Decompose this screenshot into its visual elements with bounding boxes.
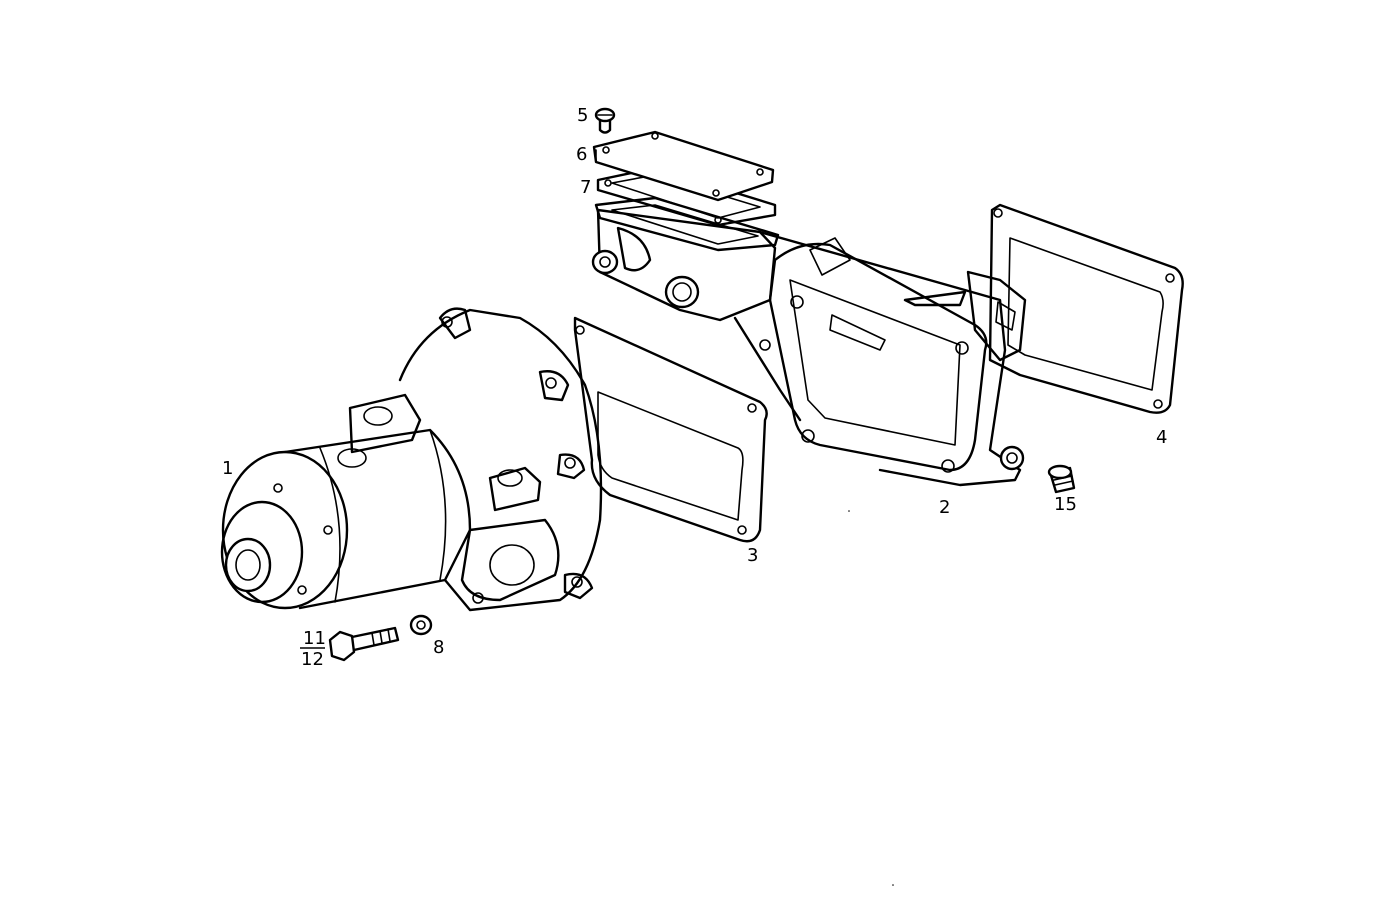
callout-5: 5 <box>577 105 588 126</box>
scan-dot <box>848 510 850 512</box>
scan-dot <box>892 884 894 886</box>
part-2-housing[interactable] <box>591 208 1027 487</box>
callout-12: 12 <box>301 649 324 670</box>
callout-4: 4 <box>1156 427 1167 448</box>
part-4-gasket[interactable] <box>988 203 1184 414</box>
part-3-gasket[interactable] <box>573 316 768 543</box>
callout-1: 1 <box>222 458 233 479</box>
part-5-screw[interactable] <box>594 107 616 134</box>
callout-11: 11 <box>303 628 326 649</box>
part-6-cover-plate[interactable] <box>592 130 780 252</box>
callout-6: 6 <box>576 144 587 165</box>
callout-2: 2 <box>939 497 950 518</box>
part-15-plug[interactable] <box>1047 464 1076 494</box>
part-1-pump-body[interactable] <box>220 307 603 612</box>
part-11-12-bolt[interactable] <box>328 626 400 662</box>
part-8-washer[interactable] <box>409 614 433 636</box>
callout-8: 8 <box>433 637 444 658</box>
callout-3: 3 <box>747 545 758 566</box>
callout-7: 7 <box>580 177 591 198</box>
callout-15: 15 <box>1054 494 1077 515</box>
